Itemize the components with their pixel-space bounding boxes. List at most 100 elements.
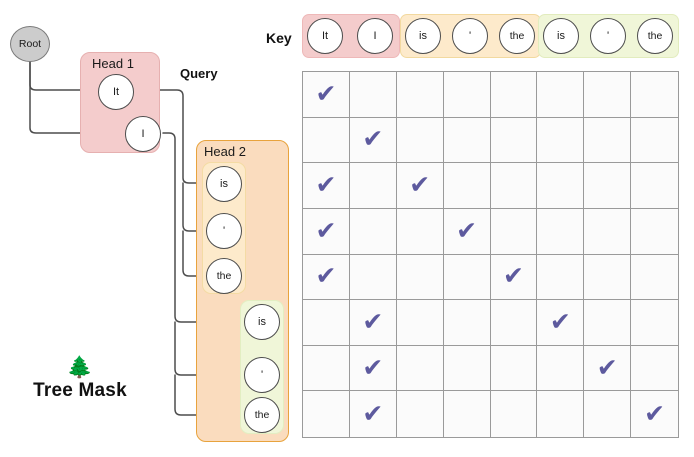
node-root[interactable]: Root xyxy=(10,26,50,62)
mask-cell-r5-c4[interactable] xyxy=(443,254,491,301)
mask-cell-r4-c3[interactable] xyxy=(396,208,444,255)
mask-cell-r2-c8[interactable] xyxy=(631,117,678,164)
mask-cell-r5-c1[interactable]: ✔ xyxy=(303,254,350,301)
mask-cell-r3-c3[interactable]: ✔ xyxy=(396,163,444,209)
head-1-token-0-label: It xyxy=(112,85,120,98)
mask-cell-r8-c1[interactable] xyxy=(303,391,350,437)
key-token-6-label: ' xyxy=(606,29,610,42)
mask-cell-r3-c5[interactable] xyxy=(490,163,538,209)
mask-cell-r6-c7[interactable] xyxy=(584,300,632,346)
mask-cell-r6-c3[interactable] xyxy=(396,300,444,346)
head-2-green-token-1[interactable]: ' xyxy=(244,357,280,393)
mask-cell-r4-c1[interactable]: ✔ xyxy=(303,208,350,255)
head-2-yellow-token-0[interactable]: is xyxy=(206,166,242,202)
head-2-yellow-token-2[interactable]: the xyxy=(206,258,242,294)
head-2-label: Head 2 xyxy=(204,144,246,159)
key-token-5[interactable]: is xyxy=(543,18,579,54)
mask-cell-r2-c5[interactable] xyxy=(490,117,538,164)
mask-cell-r7-c4[interactable] xyxy=(443,345,491,392)
mask-cell-r8-c5[interactable] xyxy=(490,391,538,437)
key-label: Key xyxy=(266,30,292,46)
check-icon: ✔ xyxy=(315,78,337,108)
mask-cell-r4-c8[interactable] xyxy=(631,208,678,255)
mask-cell-r1-c1[interactable]: ✔ xyxy=(303,72,350,118)
mask-cell-r2-c6[interactable] xyxy=(537,117,585,164)
mask-cell-r8-c4[interactable] xyxy=(443,391,491,437)
check-icon: ✔ xyxy=(315,170,337,200)
mask-cell-r2-c7[interactable] xyxy=(584,117,632,164)
mask-cell-r1-c2[interactable] xyxy=(349,72,397,118)
mask-cell-r4-c6[interactable] xyxy=(537,208,585,255)
key-token-0-label: It xyxy=(321,29,329,42)
mask-cell-r3-c4[interactable] xyxy=(443,163,491,209)
mask-cell-r1-c3[interactable] xyxy=(396,72,444,118)
mask-cell-r5-c8[interactable] xyxy=(631,254,678,301)
mask-cell-r1-c7[interactable] xyxy=(584,72,632,118)
tree-mask-matrix[interactable]: ✔✔✔✔✔✔✔✔✔✔✔✔✔✔ xyxy=(302,71,679,438)
key-token-7-label: the xyxy=(647,29,663,42)
check-icon: ✔ xyxy=(315,215,337,245)
mask-cell-r3-c2[interactable] xyxy=(349,163,397,209)
key-token-7[interactable]: the xyxy=(637,18,673,54)
mask-cell-r6-c8[interactable] xyxy=(631,300,678,346)
mask-cell-r5-c3[interactable] xyxy=(396,254,444,301)
mask-cell-r7-c6[interactable] xyxy=(537,345,585,392)
key-token-2[interactable]: is xyxy=(405,18,441,54)
mask-cell-r5-c2[interactable] xyxy=(349,254,397,301)
mask-cell-r1-c8[interactable] xyxy=(631,72,678,118)
head-1-label: Head 1 xyxy=(92,56,134,71)
check-icon: ✔ xyxy=(409,170,431,200)
mask-cell-r5-c5[interactable]: ✔ xyxy=(490,254,538,301)
head-1-token-1[interactable]: I xyxy=(125,116,161,152)
mask-cell-r4-c2[interactable] xyxy=(349,208,397,255)
key-token-3-label: ' xyxy=(468,29,472,42)
mask-cell-r7-c1[interactable] xyxy=(303,345,350,392)
mask-cell-r6-c6[interactable]: ✔ xyxy=(537,300,585,346)
check-icon: ✔ xyxy=(456,215,478,245)
key-token-0[interactable]: It xyxy=(307,18,343,54)
check-icon: ✔ xyxy=(315,261,337,291)
mask-cell-r8-c7[interactable] xyxy=(584,391,632,437)
mask-cell-r3-c1[interactable]: ✔ xyxy=(303,163,350,209)
mask-cell-r3-c6[interactable] xyxy=(537,163,585,209)
mask-cell-r4-c4[interactable]: ✔ xyxy=(443,208,491,255)
mask-cell-r8-c8[interactable]: ✔ xyxy=(631,391,678,437)
mask-cell-r4-c5[interactable] xyxy=(490,208,538,255)
key-token-3[interactable]: ' xyxy=(452,18,488,54)
mask-cell-r2-c3[interactable] xyxy=(396,117,444,164)
mask-cell-r8-c2[interactable]: ✔ xyxy=(349,391,397,437)
mask-cell-r7-c2[interactable]: ✔ xyxy=(349,345,397,392)
mask-cell-r1-c4[interactable] xyxy=(443,72,491,118)
key-token-4[interactable]: the xyxy=(499,18,535,54)
mask-cell-r2-c2[interactable]: ✔ xyxy=(349,117,397,164)
mask-cell-r3-c7[interactable] xyxy=(584,163,632,209)
mask-cell-r1-c6[interactable] xyxy=(537,72,585,118)
head-2-yellow-token-1[interactable]: ' xyxy=(206,213,242,249)
mask-cell-r2-c4[interactable] xyxy=(443,117,491,164)
head-2-green-token-0[interactable]: is xyxy=(244,304,280,340)
mask-cell-r3-c8[interactable] xyxy=(631,163,678,209)
key-token-4-label: the xyxy=(509,29,525,42)
mask-cell-r6-c4[interactable] xyxy=(443,300,491,346)
mask-cell-r5-c6[interactable] xyxy=(537,254,585,301)
mask-cell-r2-c1[interactable] xyxy=(303,117,350,164)
key-token-1[interactable]: I xyxy=(357,18,393,54)
key-token-6[interactable]: ' xyxy=(590,18,626,54)
mask-cell-r5-c7[interactable] xyxy=(584,254,632,301)
mask-cell-r1-c5[interactable] xyxy=(490,72,538,118)
mask-cell-r7-c3[interactable] xyxy=(396,345,444,392)
head-1-token-1-label: I xyxy=(141,127,145,140)
mask-cell-r6-c5[interactable] xyxy=(490,300,538,346)
mask-cell-r8-c6[interactable] xyxy=(537,391,585,437)
mask-cell-r6-c1[interactable] xyxy=(303,300,350,346)
mask-cell-r4-c7[interactable] xyxy=(584,208,632,255)
head-2-green-token-2[interactable]: the xyxy=(244,397,280,433)
mask-cell-r6-c2[interactable]: ✔ xyxy=(349,300,397,346)
head-2-green-token-0-label: is xyxy=(258,315,266,328)
mask-cell-r7-c8[interactable] xyxy=(631,345,678,392)
mask-cell-r7-c5[interactable] xyxy=(490,345,538,392)
mask-cell-r8-c3[interactable] xyxy=(396,391,444,437)
mask-cell-r7-c7[interactable]: ✔ xyxy=(584,345,632,392)
head-1-token-0[interactable]: It xyxy=(98,74,134,110)
